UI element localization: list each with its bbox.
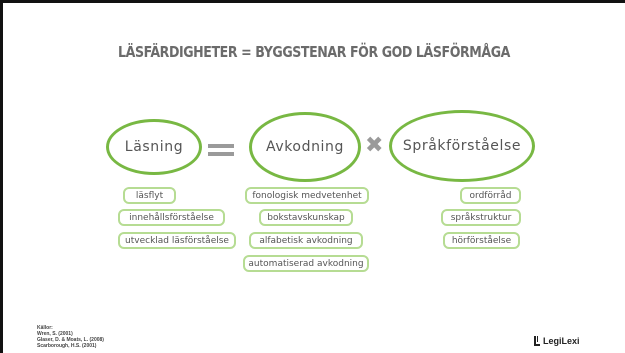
slide-title: LÄSFÄRDIGHETER = BYGGSTENAR FÖR GOD LÄSF…	[118, 43, 510, 61]
skill-pill-innehallsforstaelse: innehållsförståelse	[118, 209, 225, 226]
decoding-oval: Avkodning	[249, 112, 361, 182]
legilexi-logo: LegiLexi	[534, 336, 580, 346]
sources-block: Källor: Wren, S. (2001) Glaser, D. & Moa…	[37, 325, 104, 349]
decoding-label: Avkodning	[265, 139, 345, 155]
source-line: Scarborough, H.S. (2001)	[37, 343, 97, 349]
comprehension-oval: Språkförståelse	[389, 110, 535, 182]
source-line: Glaser, D. & Moats, L. (2008)	[37, 337, 104, 343]
logo-mark-icon	[534, 336, 540, 346]
skill-pill-fonologisk-medvetenhet: fonologisk medvetenhet	[245, 187, 369, 204]
multiply-icon: ✖	[365, 133, 384, 158]
skill-pill-automatiserad-avkodning: automatiserad avkodning	[243, 255, 369, 272]
logo-text: LegiLexi	[543, 336, 580, 346]
reading-label: Läsning	[124, 139, 184, 155]
sources-heading: Källor:	[37, 325, 53, 331]
reading-oval: Läsning	[106, 119, 202, 175]
skill-pill-lasflyt: läsflyt	[123, 187, 176, 204]
skill-pill-horforstaelse: hörförståelse	[443, 232, 520, 249]
skill-pill-sprakstruktur: språkstruktur	[441, 209, 521, 226]
source-line: Wren, S. (2001)	[37, 331, 73, 337]
skill-pill-ordforrad: ordförråd	[460, 187, 521, 204]
skill-pill-bokstavskunskap: bokstavskunskap	[259, 209, 353, 226]
skill-pill-alfabetisk-avkodning: alfabetisk avkodning	[249, 232, 363, 249]
equals-icon	[208, 144, 234, 156]
comprehension-label: Språkförståelse	[402, 138, 522, 154]
skill-pill-utvecklad-lasforstaelse: utvecklad läsförståelse	[118, 232, 236, 249]
